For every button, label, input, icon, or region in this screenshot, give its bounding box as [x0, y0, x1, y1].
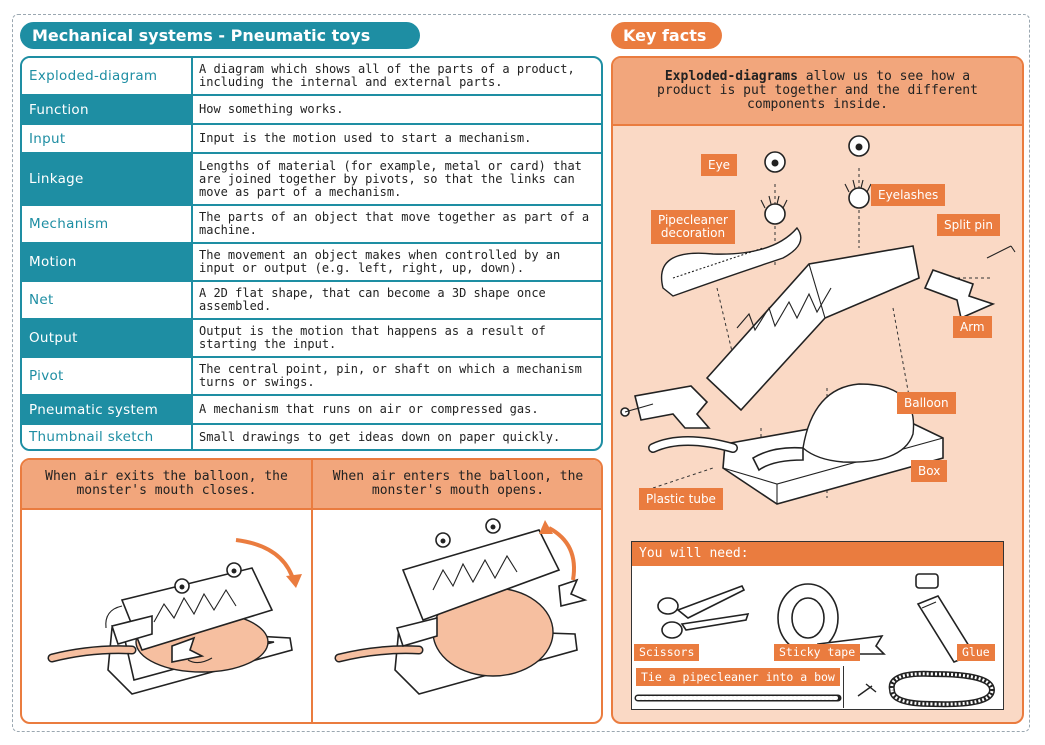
label-scissors: Scissors — [634, 644, 700, 661]
term-cell: Net — [22, 282, 193, 318]
definition-cell: The movement an object makes when contro… — [199, 248, 561, 275]
term-cell: Function — [22, 96, 193, 123]
table-row: Motion The movement an object makes when… — [22, 244, 601, 282]
pipecleaner-bow-icon — [857, 670, 996, 708]
label-pipecleaner-decoration: Pipecleaner decoration — [651, 210, 735, 244]
definition-cell: Input is the motion used to start a mech… — [199, 131, 532, 145]
label-split-pin: Split pin — [937, 214, 1000, 236]
label-arm: Arm — [953, 316, 992, 338]
table-row: Mechanism The parts of an object that mo… — [22, 206, 601, 244]
exploded-diagram-illustration — [620, 135, 1016, 505]
label-glue: Glue — [957, 644, 995, 661]
tie-pipecleaner-step: Tie a pipecleaner into a bow — [634, 666, 844, 708]
you-will-need-heading: You will need: — [632, 542, 1003, 566]
table-row: Function How something works. — [22, 96, 601, 125]
term-cell: Thumbnail sketch — [22, 425, 193, 449]
table-row: Thumbnail sketch Small drawings to get i… — [22, 425, 601, 449]
label-pipecleaner-line2: decoration — [660, 226, 726, 240]
table-row: Input Input is the motion used to start … — [22, 125, 601, 154]
table-row: Pneumatic system A mechanism that runs o… — [22, 396, 601, 425]
label-eye: Eye — [701, 154, 738, 176]
key-facts-intro: Exploded-diagrams allow us to see how a … — [613, 58, 1022, 126]
you-will-need-box: You will need: Scissors Sticky tape Glue… — [631, 541, 1004, 710]
definition-cell: A 2D flat shape, that can become a 3D sh… — [199, 286, 546, 313]
key-facts-title: Key facts — [611, 22, 722, 49]
monster-action-panels: When air exits the balloon, the monster'… — [20, 458, 603, 724]
straight-pipecleaner-icon — [634, 694, 842, 702]
definition-cell: Small drawings to get ideas down on pape… — [199, 429, 561, 444]
definition-cell: Lengths of material (for example, metal … — [199, 158, 582, 199]
label-sticky-tape: Sticky tape — [774, 644, 861, 661]
intro-text: allow us to see how a product is put tog… — [657, 69, 978, 112]
term-cell: Mechanism — [22, 206, 193, 242]
definition-cell: A diagram which shows all of the parts o… — [199, 62, 575, 89]
vocabulary-table: Exploded-diagram A diagram which shows a… — [20, 56, 603, 451]
label-pipecleaner-line1: Pipecleaner — [658, 213, 728, 227]
scissors-icon — [657, 584, 750, 639]
mouth-opens-caption: When air enters the balloon, the monster… — [313, 460, 601, 510]
term-cell: Pivot — [22, 358, 193, 394]
definition-cell: A mechanism that runs on air or compress… — [199, 402, 539, 416]
table-row: Pivot The central point, pin, or shaft o… — [22, 358, 601, 396]
label-plastic-tube: Plastic tube — [639, 488, 723, 510]
intro-bold: Exploded-diagrams — [664, 69, 798, 84]
definition-cell: How something works. — [199, 102, 344, 116]
table-row: Net A 2D flat shape, that can become a 3… — [22, 282, 601, 320]
main-title: Mechanical systems - Pneumatic toys — [20, 22, 420, 49]
label-box: Box — [911, 460, 948, 482]
term-cell: Motion — [22, 244, 193, 280]
definition-cell: The parts of an object that move togethe… — [199, 210, 590, 237]
label-eyelashes: Eyelashes — [871, 184, 946, 206]
monster-closed-illustration — [47, 538, 302, 695]
monster-open-illustration — [334, 518, 588, 695]
term-cell: Input — [22, 125, 193, 152]
page-border — [12, 14, 1030, 732]
panel-divider — [311, 460, 313, 722]
definition-cell: The central point, pin, or shaft on whic… — [199, 362, 582, 389]
definition-cell: Output is the motion that happens as a r… — [199, 324, 546, 351]
table-row: Exploded-diagram A diagram which shows a… — [22, 58, 601, 96]
label-balloon: Balloon — [897, 392, 956, 414]
table-row: Output Output is the motion that happens… — [22, 320, 601, 358]
term-cell: Output — [22, 320, 193, 356]
term-cell: Linkage — [22, 154, 193, 204]
mouth-closes-caption: When air exits the balloon, the monster'… — [22, 460, 311, 510]
term-cell: Pneumatic system — [22, 396, 193, 423]
tie-pipecleaner-label: Tie a pipecleaner into a bow — [636, 668, 840, 686]
term-cell: Exploded-diagram — [22, 58, 193, 94]
table-row: Linkage Lengths of material (for example… — [22, 154, 601, 206]
